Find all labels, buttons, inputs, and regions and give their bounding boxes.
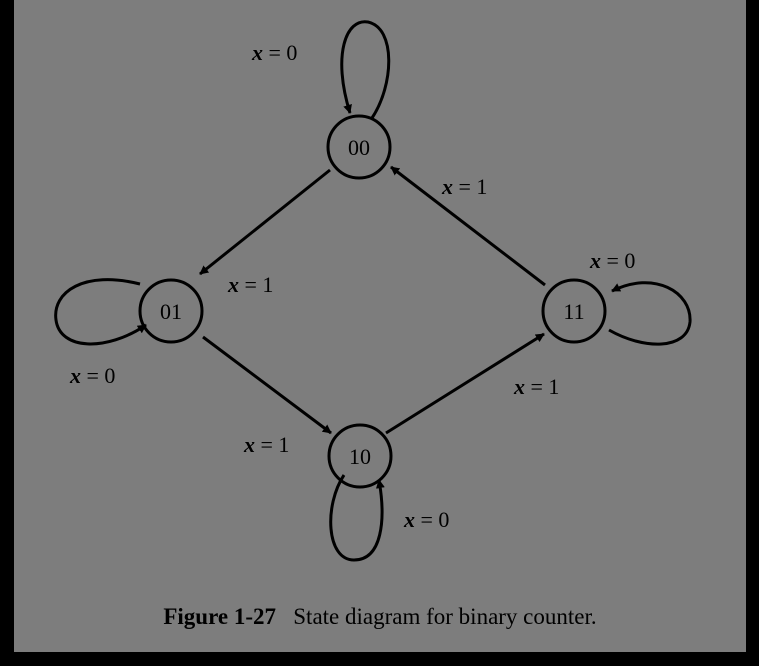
edge-01-to-10 xyxy=(202,335,332,435)
label-var: x xyxy=(403,507,415,532)
self-loop-01 xyxy=(54,278,147,346)
label-value: = 0 xyxy=(421,507,450,532)
self-loop-00 xyxy=(340,20,391,119)
label-self-loop-10: x = 0 xyxy=(403,507,449,532)
figure-panel: 00 01 10 11 x = 0 x = 0 x = 0 x = 0 x xyxy=(14,0,746,652)
label-00-to-01: x = 1 xyxy=(227,272,273,297)
label-var: x xyxy=(441,174,453,199)
state-label-00: 00 xyxy=(348,135,370,160)
label-var: x xyxy=(243,432,255,457)
state-node-01 xyxy=(138,278,204,344)
self-loop-11 xyxy=(608,281,692,346)
state-label-10: 10 xyxy=(349,444,371,469)
state-label-01: 01 xyxy=(160,299,182,324)
state-label-11: 11 xyxy=(563,299,584,324)
label-value: = 1 xyxy=(261,432,290,457)
label-value: = 0 xyxy=(607,248,636,273)
state-node-11 xyxy=(541,278,607,344)
state-node-10 xyxy=(327,423,393,489)
state-diagram: 00 01 10 11 x = 0 x = 0 x = 0 x = 0 x xyxy=(54,20,692,562)
label-11-to-00: x = 1 xyxy=(441,174,487,199)
edge-00-to-01 xyxy=(199,168,331,276)
self-loop-10 xyxy=(329,474,385,562)
label-10-to-11: x = 1 xyxy=(513,374,559,399)
label-value: = 1 xyxy=(245,272,274,297)
label-var: x xyxy=(251,40,263,65)
label-var: x xyxy=(589,248,601,273)
label-value: = 0 xyxy=(87,363,116,388)
label-self-loop-00: x = 0 xyxy=(251,40,297,65)
label-value: = 0 xyxy=(269,40,298,65)
label-self-loop-11: x = 0 xyxy=(589,248,635,273)
label-var: x xyxy=(513,374,525,399)
edge-11-to-00 xyxy=(390,165,546,287)
label-01-to-10: x = 1 xyxy=(243,432,289,457)
label-value: = 1 xyxy=(459,174,488,199)
label-self-loop-01: x = 0 xyxy=(69,363,115,388)
caption-text: State diagram for binary counter. xyxy=(293,604,597,629)
edge-10-to-11 xyxy=(385,332,545,435)
label-var: x xyxy=(69,363,81,388)
figure-caption: Figure 1-27 State diagram for binary cou… xyxy=(14,604,746,630)
label-value: = 1 xyxy=(531,374,560,399)
state-node-00 xyxy=(326,114,392,180)
figure-number: Figure 1-27 xyxy=(163,604,277,629)
label-var: x xyxy=(227,272,239,297)
